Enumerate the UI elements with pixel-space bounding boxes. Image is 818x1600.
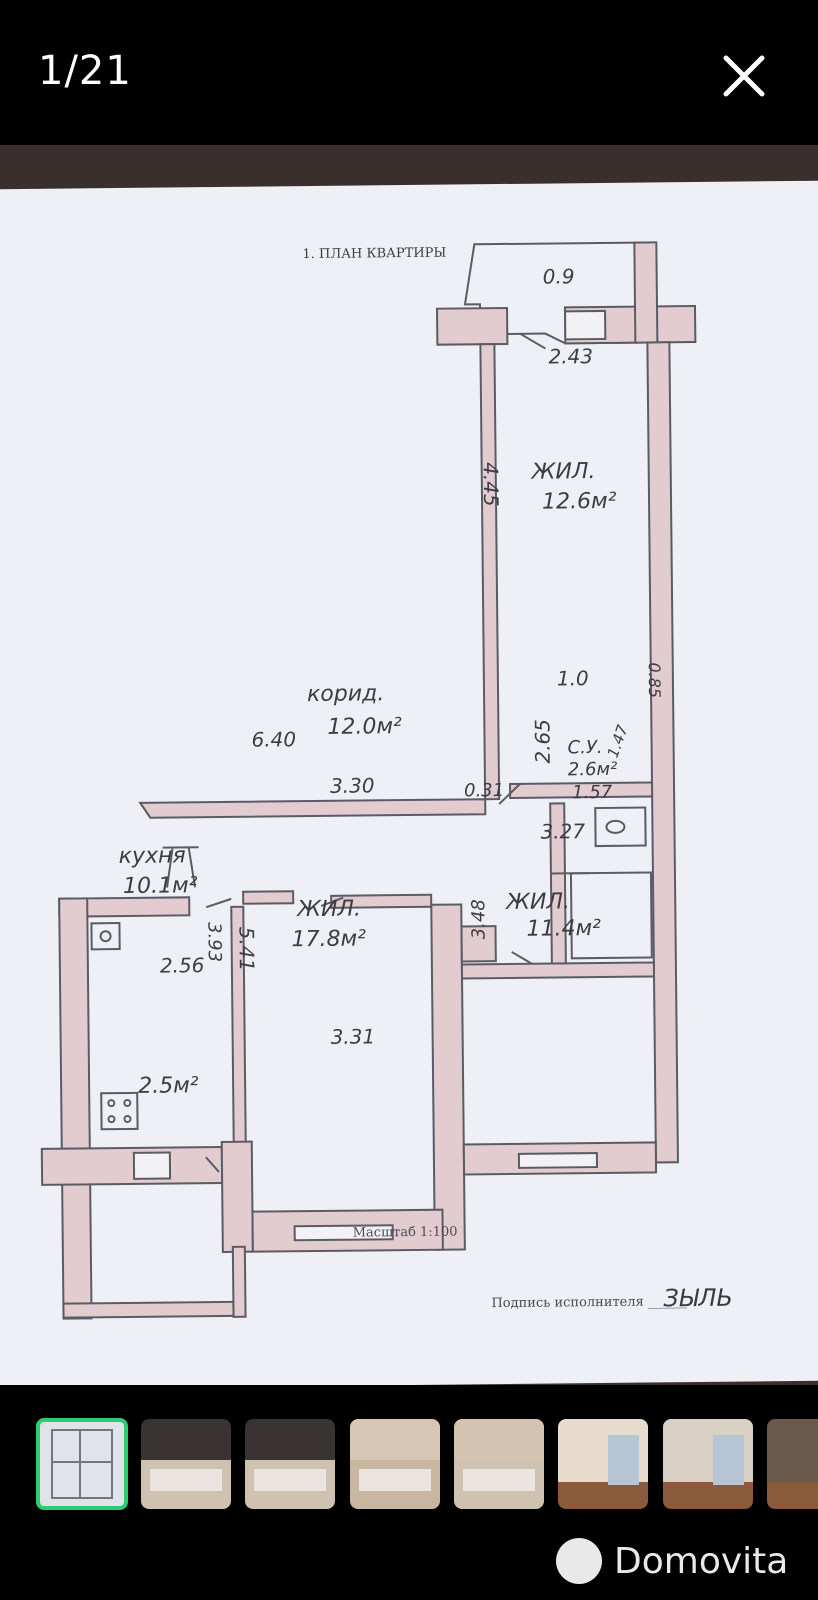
label-balcony-door: 2.43 bbox=[548, 344, 593, 368]
thumbnail-kitchen-2[interactable] bbox=[245, 1419, 335, 1509]
viewer-header: 1/21 bbox=[0, 0, 818, 145]
label-room3-name: ЖИЛ. bbox=[504, 889, 570, 915]
label-corridor-width: 2.65 bbox=[530, 719, 554, 764]
watermark-logo-icon: ◆ bbox=[466, 1374, 552, 1385]
label-wc-side: 1.47 bbox=[604, 722, 632, 760]
label-room3-area: 11.4м² bbox=[526, 916, 601, 942]
label-room3-width: 3.27 bbox=[540, 819, 585, 843]
floor-plan-paper: 1. ПЛАН КВАРТИРЫ 0.9 2.43 4.45 ЖИЛ. 12.6… bbox=[0, 180, 818, 1385]
label-room1-length: 4.45 bbox=[479, 462, 503, 507]
label-balcony-width: 0.9 bbox=[543, 264, 575, 288]
thumbnail-strip[interactable] bbox=[0, 1385, 818, 1520]
label-room2-bottom: 3.31 bbox=[331, 1024, 376, 1048]
label-loggia-area: 2.5м² bbox=[138, 1073, 199, 1099]
signature: ЗЫЛЬ bbox=[663, 1283, 734, 1313]
label-room2-length: 5.41 bbox=[234, 927, 258, 972]
label-corridor-area: 12.0м² bbox=[327, 714, 402, 740]
thumbnail-room-1[interactable] bbox=[558, 1419, 648, 1509]
label-wc-width: 1.57 bbox=[572, 782, 613, 803]
thumbnail-room-2[interactable] bbox=[663, 1419, 753, 1509]
label-wc-name: С.У. bbox=[568, 737, 603, 758]
label-corridor-name: корид. bbox=[307, 681, 384, 707]
label-room2-top: 3.30 bbox=[330, 773, 375, 797]
plan-title: 1. ПЛАН КВАРТИРЫ bbox=[302, 246, 446, 263]
bottom-bar: Domovita bbox=[0, 1520, 818, 1600]
label-bath-width: 1.0 bbox=[557, 666, 589, 690]
label-kitchen-width: 2.56 bbox=[160, 953, 205, 977]
brand-name: Domovita bbox=[614, 1540, 789, 1582]
label-kitchen-length: 3.93 bbox=[203, 922, 224, 962]
domovita-logo-icon bbox=[556, 1538, 602, 1584]
thumbnail-kitchen-1[interactable] bbox=[141, 1419, 231, 1509]
thumbnail-kitchen-3[interactable] bbox=[350, 1419, 440, 1509]
thumbnail-kitchen-4[interactable] bbox=[454, 1419, 544, 1509]
label-room3-length: 3.48 bbox=[468, 899, 489, 939]
label-room1-area: 12.6м² bbox=[542, 489, 617, 515]
image-counter: 1/21 bbox=[38, 48, 132, 94]
signature-label: Подпись исполнителя ______ bbox=[491, 1294, 688, 1312]
thumbnail-room-3[interactable] bbox=[767, 1419, 818, 1509]
label-room1-name: ЖИЛ. bbox=[530, 459, 596, 485]
close-icon[interactable] bbox=[718, 50, 770, 102]
label-bath-height: 0.85 bbox=[645, 662, 664, 698]
brand-watermark: Domovita bbox=[556, 1538, 788, 1584]
label-kitchen-name: кухня bbox=[119, 843, 186, 869]
scale-label: Масштаб 1:100 bbox=[352, 1224, 458, 1241]
floor-plan-thumb-icon bbox=[51, 1429, 113, 1499]
label-corridor-length: 6.40 bbox=[251, 727, 296, 751]
label-closet: 0.31 bbox=[464, 780, 504, 801]
label-room2-area: 17.8м² bbox=[291, 926, 366, 952]
label-room2-name: ЖИЛ. bbox=[295, 897, 361, 923]
label-wc-area: 2.6м² bbox=[568, 759, 618, 781]
label-kitchen-area: 10.1м² bbox=[123, 873, 198, 899]
image-viewer[interactable]: 1. ПЛАН КВАРТИРЫ 0.9 2.43 4.45 ЖИЛ. 12.6… bbox=[0, 145, 818, 1385]
thumbnail-plan[interactable] bbox=[36, 1418, 128, 1510]
floor-plan: 1. ПЛАН КВАРТИРЫ 0.9 2.43 4.45 ЖИЛ. 12.6… bbox=[40, 241, 697, 1320]
